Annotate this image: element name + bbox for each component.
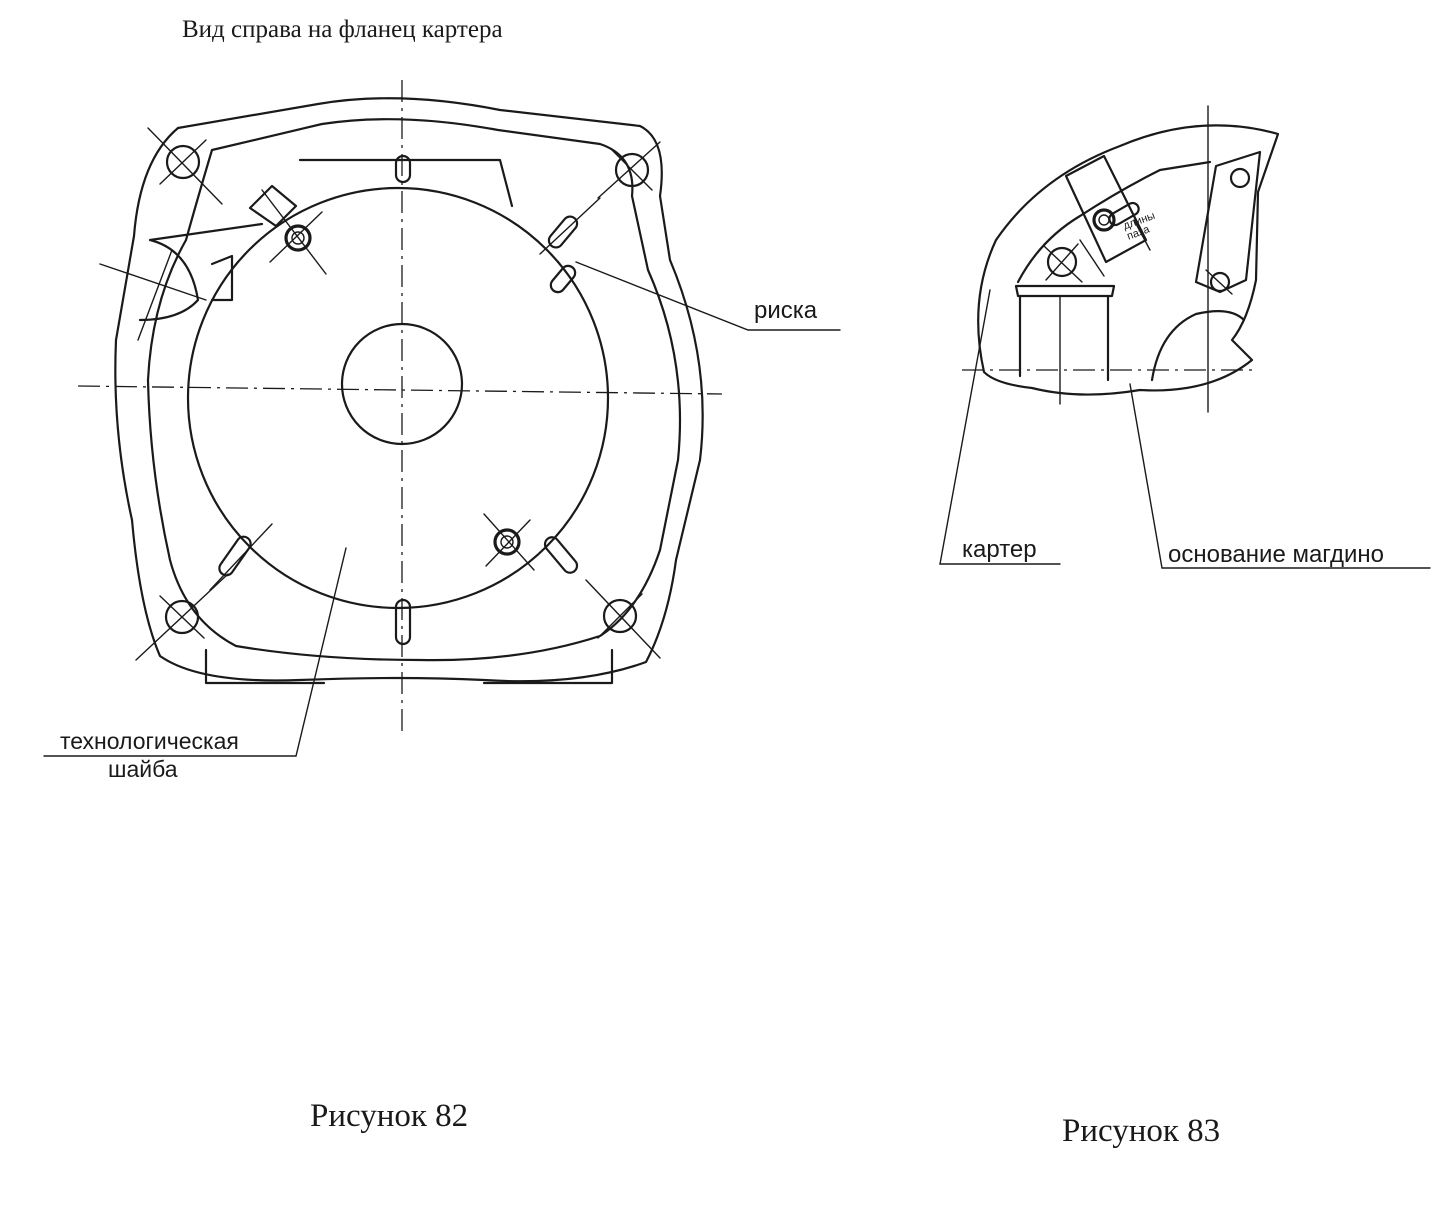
slot-bolt: [1092, 201, 1140, 232]
label-base-magdino: основание магдино: [1168, 541, 1384, 568]
flange-inner-contour: [146, 118, 682, 662]
flange-bottom-foot: [204, 648, 614, 685]
riska-leader: [575, 261, 841, 331]
slot-bottom: [394, 598, 412, 646]
left-lug: [138, 222, 264, 322]
washer-bolt-upper: [248, 184, 327, 275]
label-riska: риска: [754, 297, 818, 324]
left-mark-line: [99, 263, 207, 301]
flange-outer-contour: [114, 97, 704, 683]
left-bolt: [1043, 243, 1083, 283]
figure-82-caption: Рисунок 82: [310, 1098, 469, 1134]
label-karter: картер: [962, 536, 1037, 563]
horizontal-axis: [77, 385, 723, 395]
view-title: Вид справа на фланец картера: [182, 16, 503, 43]
karter-leader: [939, 289, 1061, 565]
slot-lower-right: [543, 536, 579, 574]
slot-lower-left: [209, 523, 273, 591]
left-lug-window: [210, 254, 234, 302]
bolt-hole-bottom-right: [585, 579, 661, 659]
base-leader: [1129, 383, 1431, 569]
dim-line-1: [1079, 239, 1105, 277]
base-notch: [1150, 309, 1246, 382]
label-washer-line2: шайба: [108, 756, 178, 782]
slot-top: [394, 154, 412, 184]
figure-83-magneto: [939, 105, 1431, 569]
dim-line-2: [1133, 219, 1151, 251]
slot-riska-right: [549, 264, 577, 294]
crankcase-inner: [1016, 160, 1212, 284]
washer-leader: [43, 547, 347, 757]
label-washer-line1: технологическая: [60, 728, 239, 754]
bolt-hole-top-right: [597, 141, 661, 199]
right-bracket-bolts: [1205, 167, 1251, 295]
upper-slot-block: [1064, 154, 1148, 264]
technological-washer: [186, 186, 610, 610]
figure-82-flange: [43, 80, 841, 757]
figure-83-caption: Рисунок 83: [1062, 1113, 1221, 1149]
top-boss: [298, 158, 514, 208]
bolt-hole-bottom-left: [135, 573, 229, 661]
slot-upper-right: [539, 197, 601, 255]
bolt-hole-top-left: [147, 127, 223, 205]
crankcase-outline: [977, 124, 1280, 396]
magneto-base-block: [1014, 284, 1116, 382]
right-bracket: [1194, 150, 1262, 294]
washer-bolt-lower: [483, 513, 535, 571]
left-mark-line-2: [137, 249, 173, 341]
